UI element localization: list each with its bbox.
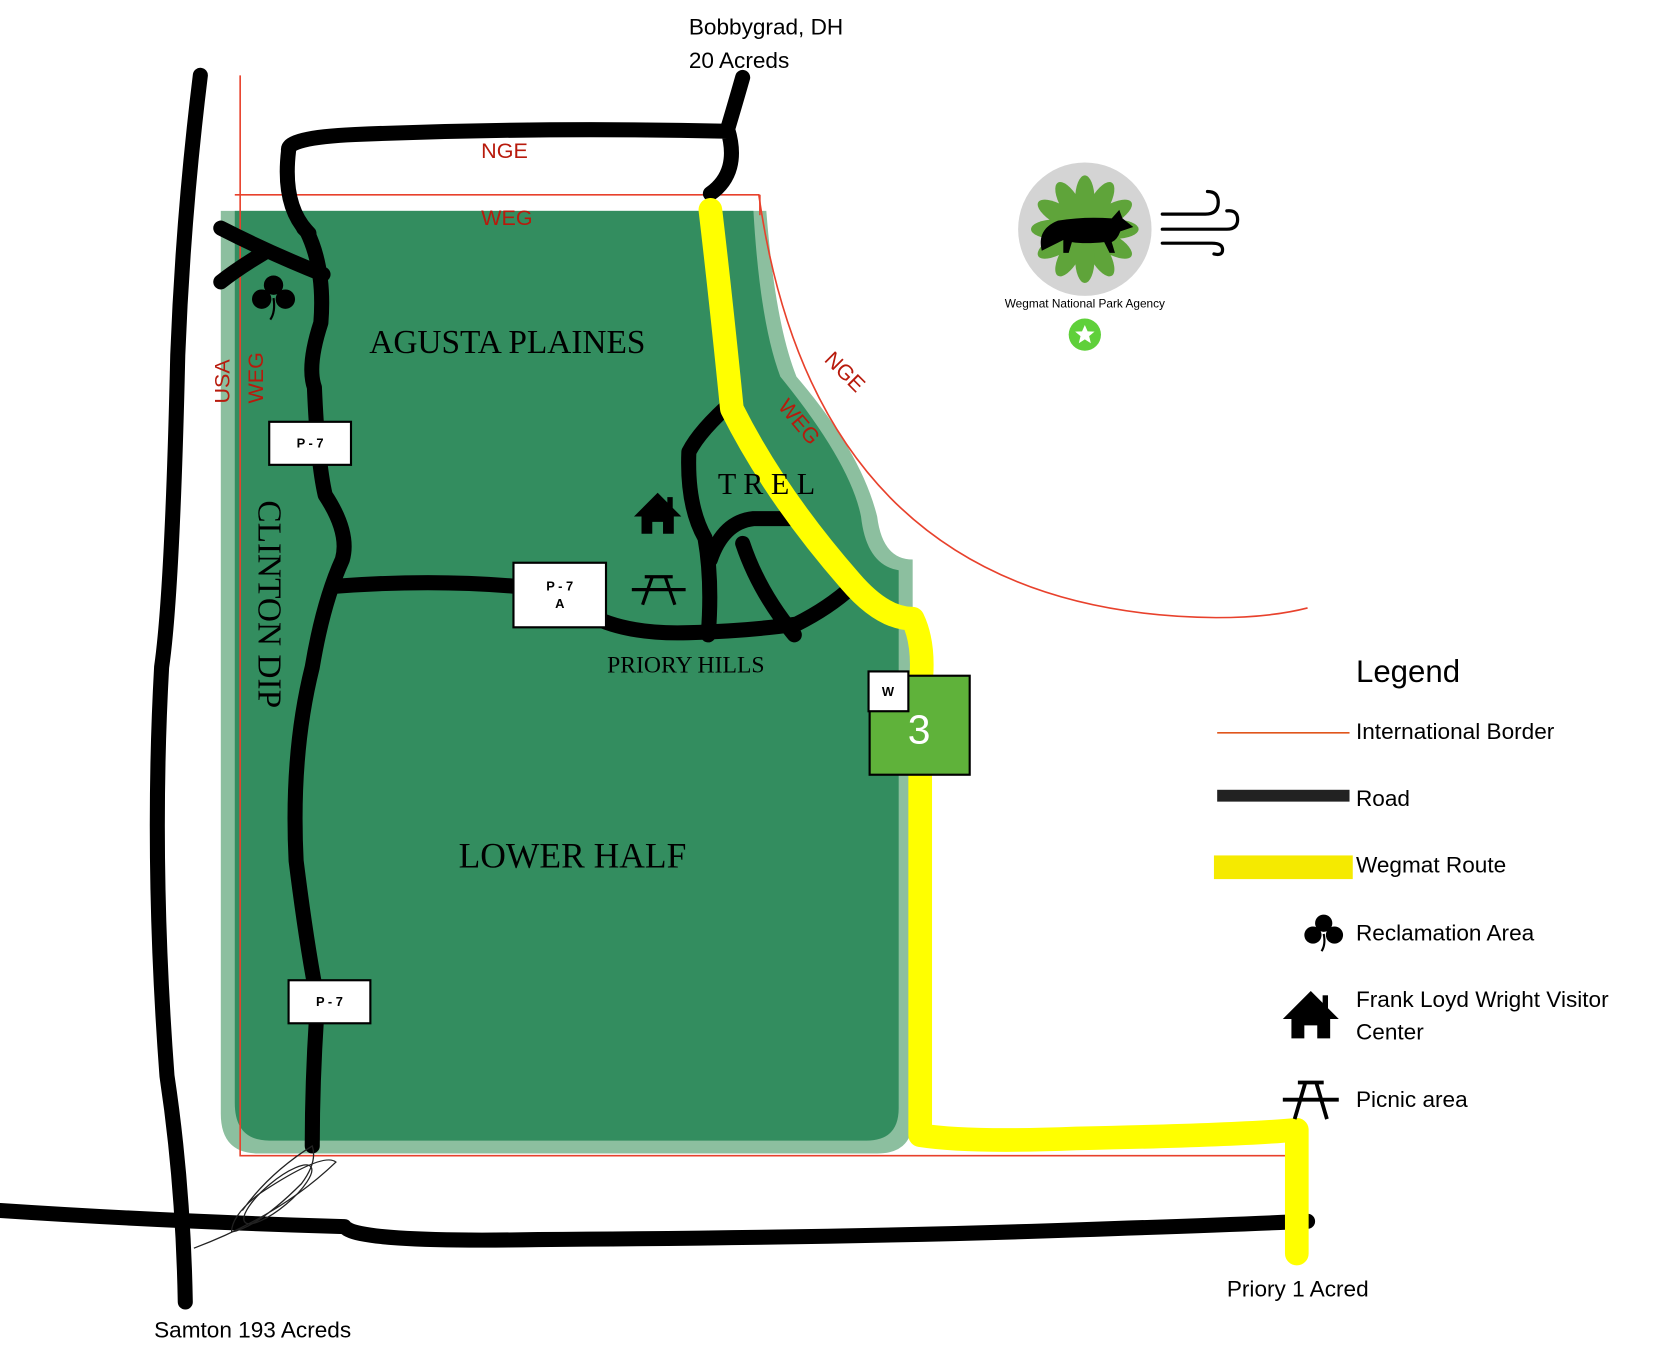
legend-label-route: Wegmat Route	[1356, 853, 1506, 878]
fox-icon	[1040, 209, 1134, 253]
southeast-place: Priory 1 Acred	[1227, 1277, 1369, 1302]
legend-label-visitor-center-1: Frank Loyd Wright Visitor	[1356, 987, 1609, 1012]
wegmat-route	[698, 197, 1309, 1266]
sign-p7-lower: P - 7	[287, 979, 372, 1025]
border-label-usa: USA	[210, 359, 234, 404]
house-icon	[633, 492, 682, 534]
route-3-sign: 3 W	[867, 670, 971, 776]
svg-text:3: 3	[908, 707, 931, 753]
region-clinton-dip: CLINTON DIP	[250, 500, 287, 708]
southwest-place: Samton 193 Acreds	[154, 1317, 351, 1342]
route-line-icon	[1213, 855, 1353, 880]
sign-p7a: P - 7 A	[512, 561, 608, 629]
shamrock-icon	[1304, 914, 1344, 952]
svg-text:P - 7: P - 7	[297, 436, 324, 451]
park-area	[234, 210, 899, 1141]
svg-text:P - 7: P - 7	[546, 579, 573, 594]
border-label-weg-left: WEG	[244, 352, 268, 403]
border-label-nge-top: NGE	[481, 139, 528, 163]
legend-label-border: International Border	[1356, 719, 1555, 744]
region-trel: T R E L	[718, 467, 815, 501]
legend-label-road: Road	[1356, 786, 1410, 811]
legend-label-visitor-center-2: Center	[1356, 1019, 1424, 1044]
star-badge-icon	[1068, 318, 1101, 351]
wind-icon	[1160, 189, 1240, 257]
svg-text:W: W	[882, 684, 895, 699]
svg-text:A: A	[555, 596, 564, 611]
north-place-name: Bobbygrad, DH	[689, 14, 843, 39]
region-agusta-plaines: AGUSTA PLAINES	[369, 324, 645, 361]
park-agency-logo	[1018, 162, 1152, 296]
legend-title: Legend	[1356, 654, 1460, 689]
legend: Legend International Border Road Wegmat …	[1213, 654, 1609, 1120]
road-line-icon	[1217, 789, 1350, 802]
shamrock-icon	[251, 275, 296, 321]
region-priory-hills: PRIORY HILLS	[607, 653, 765, 679]
international-border	[234, 75, 1308, 1157]
legend-label-picnic: Picnic area	[1356, 1087, 1468, 1112]
picnic-table-icon	[1282, 1080, 1339, 1120]
border-label-nge-curve: NGE	[820, 347, 870, 397]
agency-name: Wegmat National Park Agency	[1005, 297, 1165, 311]
scribble-mark	[193, 1144, 337, 1249]
sign-p7-upper: P - 7	[268, 420, 353, 466]
house-icon	[1282, 991, 1339, 1039]
picnic-table-icon	[631, 575, 686, 606]
svg-text:P - 7: P - 7	[316, 994, 343, 1009]
legend-label-reclamation: Reclamation Area	[1356, 920, 1535, 945]
border-label-weg-top: WEG	[481, 206, 532, 230]
north-place-acres: 20 Acreds	[689, 48, 789, 73]
region-lower-half: LOWER HALF	[459, 835, 687, 875]
